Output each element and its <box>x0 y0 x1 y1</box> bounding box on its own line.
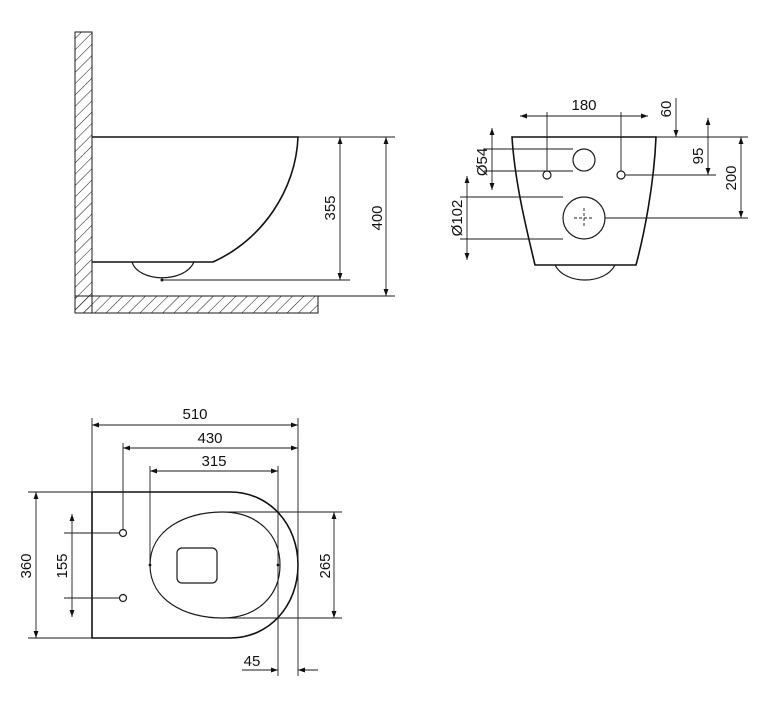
dim-label-d102: Ø102 <box>449 200 466 237</box>
dim-label-180: 180 <box>571 97 596 114</box>
dim-label-315: 315 <box>201 453 226 470</box>
fixing-hole-left <box>542 170 552 180</box>
wall-hatch <box>74 31 93 314</box>
floor-hatch <box>74 295 319 314</box>
outlet-front <box>554 264 616 281</box>
dim-label-200: 200 <box>723 165 740 190</box>
drain-square <box>176 547 218 584</box>
fixing-hole-right <box>616 170 626 180</box>
dim-label-45: 45 <box>244 653 261 670</box>
top-view: 510 430 315 360 155 265 45 <box>18 406 342 676</box>
toilet-side-profile <box>92 136 299 263</box>
fixing-hole-bottom <box>118 593 128 603</box>
dim-label-360: 360 <box>18 553 35 578</box>
seat-opening <box>149 511 281 619</box>
dim-label-400: 400 <box>369 205 386 230</box>
dim-label-95: 95 <box>690 148 707 165</box>
front-view: 180 60 95 200 Ø54 Ø102 <box>449 97 748 281</box>
side-view: 355 400 <box>74 31 395 314</box>
outlet-side <box>131 261 195 279</box>
dim-label-60: 60 <box>658 101 675 118</box>
dim-label-510: 510 <box>182 406 207 423</box>
dim-label-265: 265 <box>317 553 334 578</box>
toilet-front-outline <box>511 136 657 266</box>
fixing-hole-top <box>118 528 128 538</box>
dim-label-155: 155 <box>54 553 71 578</box>
dim-label-d54: Ø54 <box>474 148 491 176</box>
dim-label-355: 355 <box>322 195 339 220</box>
water-inlet <box>572 148 596 172</box>
dim-label-430: 430 <box>197 430 222 447</box>
